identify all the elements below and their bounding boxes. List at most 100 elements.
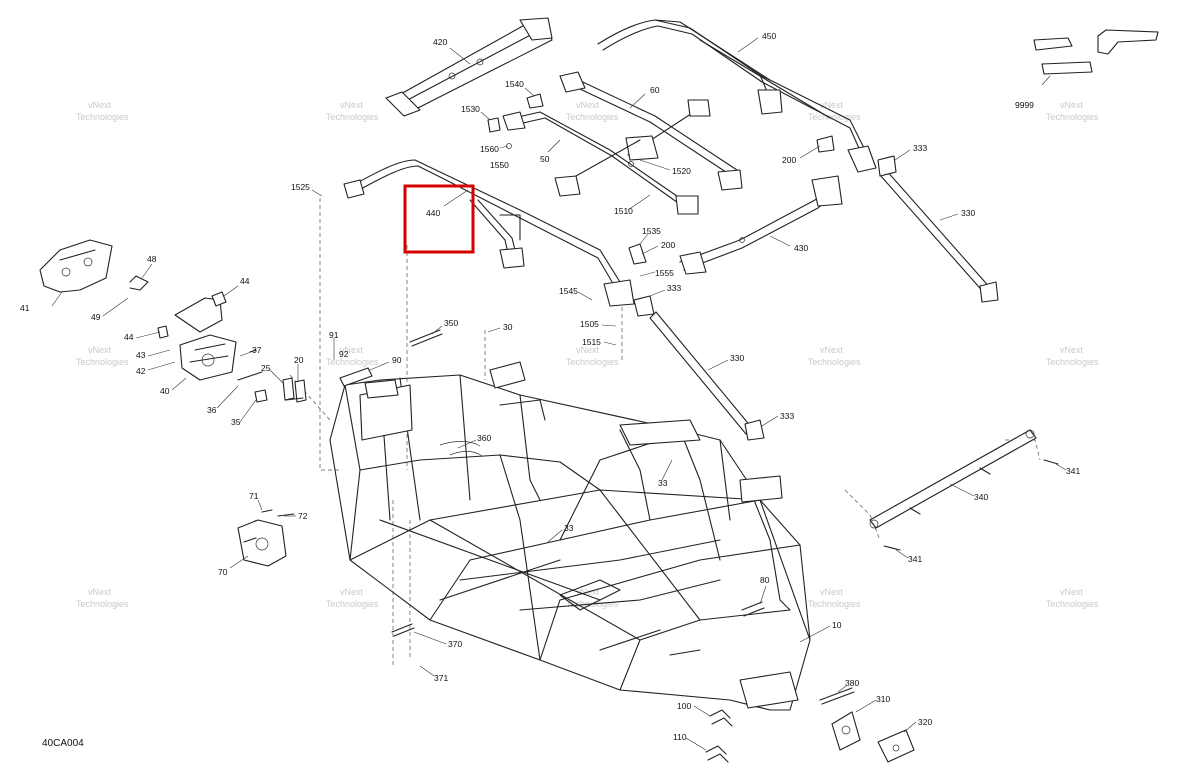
part-330-strut-center [633,295,765,441]
svg-text:vNext: vNext [340,587,364,597]
part-341-bolts [883,459,1059,551]
callout-71: 71 [249,491,259,501]
part-310-bracket [831,711,861,751]
callout-42: 42 [136,366,146,376]
svg-text:vNext: vNext [820,587,844,597]
svg-text:Technologies: Technologies [808,112,861,122]
leader-lines [51,37,1067,751]
callout-420: 420 [433,37,447,47]
callout-440: 440 [426,208,440,218]
callout-10: 10 [832,620,842,630]
part-10-main-frame [329,361,811,711]
callout-44-low: 44 [124,332,134,342]
callout-1540: 1540 [505,79,524,89]
part-100-clip [709,709,733,727]
callout-341-low: 341 [908,554,922,564]
callout-36: 36 [207,405,217,415]
callout-72: 72 [298,511,308,521]
part-380-rod [819,687,855,705]
callout-50: 50 [540,154,550,164]
svg-text:Technologies: Technologies [566,357,619,367]
callout-1510: 1510 [614,206,633,216]
callout-200-mid: 200 [661,240,675,250]
svg-text:Technologies: Technologies [808,357,861,367]
callout-1560: 1560 [480,144,499,154]
callout-350: 350 [444,318,458,328]
callout-333-top: 333 [913,143,927,153]
callout-333-low: 333 [780,411,794,421]
part-420-upper-bar [385,17,553,117]
callout-1505: 1505 [580,319,599,329]
callout-200-top: 200 [782,155,796,165]
svg-text:Technologies: Technologies [76,357,129,367]
callout-100: 100 [677,701,691,711]
callout-1525: 1525 [291,182,310,192]
part-320-bracket [877,729,915,763]
callout-310: 310 [876,694,890,704]
svg-text:Technologies: Technologies [1046,357,1099,367]
callout-371: 371 [434,673,448,683]
svg-text:Technologies: Technologies [76,599,129,609]
callout-341-right: 341 [1066,466,1080,476]
svg-text:vNext: vNext [1060,587,1084,597]
svg-text:vNext: vNext [340,100,364,110]
part-70-mount [237,519,287,567]
svg-text:vNext: vNext [88,345,112,355]
callout-49: 49 [91,312,101,322]
callout-33-mid: 33 [658,478,668,488]
callout-30: 30 [503,322,513,332]
part-90-bracket [339,367,373,387]
svg-text:vNext: vNext [820,345,844,355]
callout-333-mid: 333 [667,283,681,293]
callout-labels: 420 450 1540 60 1530 1560 1550 50 1520 1… [20,31,1080,742]
callout-35: 35 [231,417,241,427]
callout-320: 320 [918,717,932,727]
part-340-rear-bar [869,429,1037,529]
callout-43: 43 [136,350,146,360]
part-25-20-brackets [282,377,307,403]
callout-450: 450 [762,31,776,41]
callout-91: 91 [329,330,339,340]
parts-36-37-bolts [237,349,268,403]
callout-1550: 1550 [490,160,509,170]
part-450-rear-hoop [597,19,877,173]
part-80-bracket [741,601,765,617]
svg-text:vNext: vNext [88,100,112,110]
svg-text:vNext: vNext [88,587,112,597]
hardware-clips-top [487,93,835,265]
callout-25: 25 [261,363,271,373]
callout-360: 360 [477,433,491,443]
svg-text:Technologies: Technologies [566,112,619,122]
callout-1520: 1520 [672,166,691,176]
parts-71-72-bolts [261,509,295,517]
highlight-box [403,184,475,254]
part-370-bracket [391,623,415,637]
callout-90: 90 [392,355,402,365]
callout-40: 40 [160,386,170,396]
callout-41: 41 [20,303,30,313]
svg-text:vNext: vNext [1060,100,1084,110]
callout-80: 80 [760,575,770,585]
callout-70: 70 [218,567,228,577]
svg-text:Technologies: Technologies [326,112,379,122]
svg-text:vNext: vNext [1060,345,1084,355]
part-60-roof-crossbar [559,71,743,191]
callout-1555: 1555 [655,268,674,278]
callout-44-top: 44 [240,276,250,286]
part-440-front-hoop [343,159,635,307]
callout-20: 20 [294,355,304,365]
svg-text:Technologies: Technologies [1046,599,1099,609]
callout-37: 37 [252,345,262,355]
